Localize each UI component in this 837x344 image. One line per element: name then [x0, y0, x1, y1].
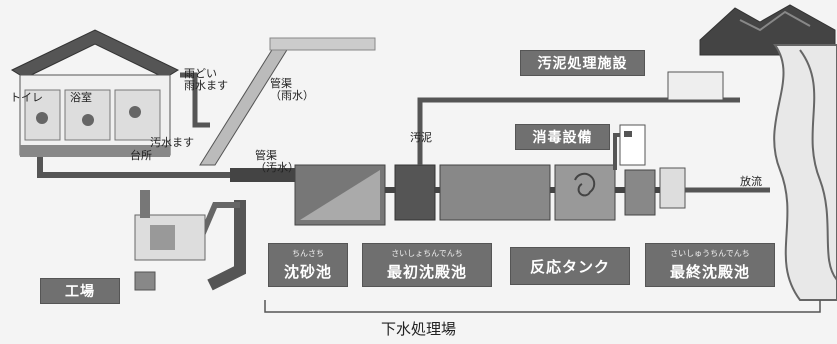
house-roof: [10, 29, 180, 79]
label-bath: 浴室: [70, 91, 92, 104]
stage-name: 沈砂池: [283, 263, 332, 281]
outfall-box: [659, 167, 686, 209]
label-outflow: 放流: [740, 175, 762, 188]
stage-name: 反応タンク: [529, 257, 610, 276]
stage-primary-settling: さいしょちんでんち 最初沈殿池: [362, 243, 492, 287]
factory: [134, 190, 240, 291]
person-icon: [129, 106, 141, 118]
person-icon: [82, 114, 94, 126]
grit-chamber-slope: [300, 170, 380, 220]
mountain-highlight: [739, 10, 811, 32]
stage-grit-chamber: ちんさち 沈砂池: [268, 243, 348, 287]
disinfection-unit: [619, 124, 646, 166]
stage-ruby: さいしょちんでんち: [391, 249, 463, 258]
label-rain-basin: 雨どい 雨水ます: [184, 67, 228, 93]
label-kitchen: 台所: [130, 149, 152, 162]
rain-channel: [199, 44, 291, 166]
label-factory: 工場: [40, 278, 120, 304]
house-drain-pipe: [37, 157, 240, 178]
house: [10, 29, 180, 157]
rain-outfall-pipe: [207, 200, 246, 291]
house-floor: [20, 145, 170, 157]
label-sludge: 汚泥: [410, 131, 432, 144]
disinfection-equipment: 消毒設備: [515, 124, 610, 150]
plant-title: 下水処理場: [380, 320, 456, 338]
stage-reaction-tank: 反応タンク: [510, 247, 630, 285]
plant-bracket: [264, 300, 821, 313]
factory-tank: [134, 271, 156, 291]
sludge-return-pipe: [417, 97, 740, 165]
label-rain-pipe: 管渠 （雨水）: [270, 77, 314, 103]
stage-name: 最初沈殿池: [386, 263, 467, 281]
label-drain-basin: 汚水ます: [150, 136, 194, 149]
reaction-tank-left: [439, 164, 551, 221]
mountain: [699, 4, 836, 56]
sludge-facility-building: [667, 71, 724, 101]
river: [773, 44, 837, 301]
road-surface: [269, 37, 376, 51]
label-toilet: トイレ: [10, 91, 43, 104]
person-icon: [36, 112, 48, 124]
swirl-mark: [574, 172, 596, 197]
stage-ruby: さいしゅうちんでんち: [670, 249, 750, 258]
primary-settling-tank: [394, 164, 436, 221]
river-bank: [799, 49, 837, 281]
disinfection-panel: [624, 131, 632, 137]
sludge-treatment-facility: 汚泥処理施設: [520, 50, 645, 76]
factory-machine: [150, 225, 175, 250]
stage-final-settling: さいしゅうちんでんち 最終沈殿池: [645, 243, 775, 287]
stage-name: 最終沈殿池: [669, 263, 750, 281]
stage-ruby: ちんさち: [292, 249, 324, 258]
rain-gutter-pipe: [180, 72, 210, 128]
final-settling-tank: [624, 169, 656, 216]
label-sewage-pipe: 管渠 （汚水）: [255, 149, 299, 175]
factory-chimney: [140, 190, 150, 218]
